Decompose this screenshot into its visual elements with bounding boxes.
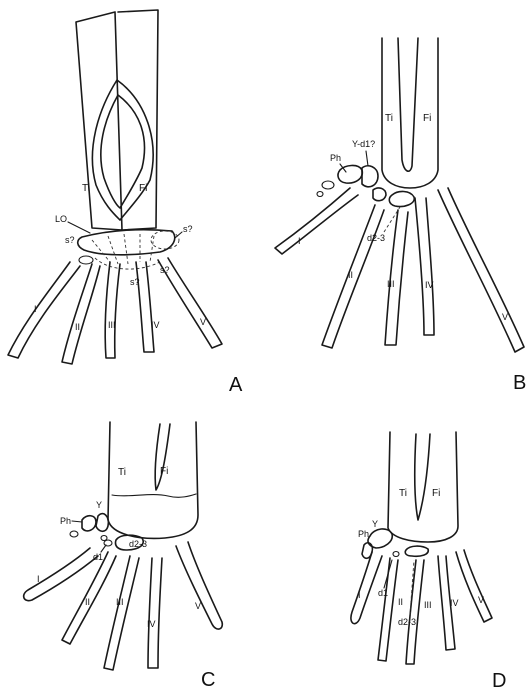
- panel-c-digit-1-label: I: [37, 574, 40, 584]
- panel-b-digit-2-label: II: [348, 270, 353, 280]
- panel-c-fibula-label: Fi: [160, 466, 168, 477]
- panel-d-d23-label: d2-3: [398, 617, 416, 627]
- panel-d-y-label: Y: [372, 519, 378, 529]
- panel-b-digit-5-label: V: [502, 312, 508, 322]
- panel-a-tibia-label: Ti: [82, 183, 90, 194]
- panel-b-digits: [275, 188, 524, 352]
- panel-d-d1-label: d1: [378, 588, 388, 598]
- panel-b-fibula-label: Fi: [423, 113, 431, 124]
- panel-d-digit-2-label: II: [398, 597, 403, 607]
- panel-a-letter: A: [229, 374, 243, 396]
- panel-a-s-mid1-label: s?: [130, 277, 140, 287]
- panel-c-digit-4-label: IV: [147, 619, 156, 629]
- panel-d-letter: D: [492, 670, 506, 692]
- panel-d-digit-1-label: I: [358, 590, 361, 600]
- panel-a-s-left-label: s?: [65, 235, 75, 245]
- panel-c-y-label: Y: [96, 500, 102, 510]
- panel-a-digit-3-label: III: [108, 320, 116, 330]
- panel-d-digits: [351, 550, 492, 664]
- panel-a-digit-4-label: IV: [151, 320, 160, 330]
- panel-a-s-mid2-label: s?: [160, 265, 170, 275]
- panel-c-tibia-fibula: [108, 422, 198, 538]
- panel-a-s-right-label: s?: [183, 224, 193, 234]
- panel-d-digit-5-label: V: [478, 595, 484, 605]
- panel-c-d1-label: d1: [93, 552, 103, 562]
- panel-c: Ti Fi Ph Y d1 d2-3 I II III IV V C: [24, 422, 223, 691]
- panel-b-digit-1-label: I: [298, 236, 301, 246]
- panel-b-ph-label: Ph: [330, 153, 341, 163]
- panel-c-d23-label: d2-3: [129, 539, 147, 549]
- panel-a-digit-2-label: II: [75, 322, 80, 332]
- panel-a-lo-label: LO: [55, 214, 67, 224]
- panel-d-digit-4-label: IV: [450, 598, 459, 608]
- panel-c-letter: C: [201, 669, 215, 691]
- panel-b-digit-4-label: IV: [425, 280, 434, 290]
- panel-b-y-label: Y-d1?: [352, 139, 375, 149]
- panel-d-tibia-label: Ti: [399, 488, 407, 499]
- panel-a-spatium-inner: [101, 95, 145, 208]
- panel-c-ph-label: Ph: [60, 516, 71, 526]
- panel-c-digit-2-label: II: [85, 597, 90, 607]
- panel-b-tibia-label: Ti: [385, 113, 393, 124]
- panel-a-fibula-label: Fi: [139, 183, 147, 194]
- panel-b-letter: B: [513, 372, 526, 394]
- panel-a-digits: [8, 258, 222, 364]
- panel-d-digit-3-label: III: [424, 600, 432, 610]
- panel-c-digit-5-label: V: [195, 601, 201, 611]
- panel-b-d23-label: d2-3: [367, 233, 385, 243]
- panel-d-ph-label: Ph: [358, 529, 369, 539]
- panel-d: Ti Fi Ph Y d1 d2-3 I II III IV V D: [351, 432, 507, 692]
- panel-a-digit-5-label: V: [200, 317, 206, 327]
- panel-a-tibia: [76, 12, 122, 230]
- panel-a-digit-1-label: I: [34, 304, 37, 314]
- panel-a-tarsal-row: [78, 230, 179, 269]
- panel-c-tibia-label: Ti: [118, 467, 126, 478]
- panel-d-fibula-label: Fi: [432, 488, 440, 499]
- panel-a: Ti Fi LO s? s? s? s? I II III IV V A: [8, 10, 243, 396]
- panel-b: Ti Fi Ph Y-d1? d2-3 I II III IV V B: [275, 38, 526, 394]
- panel-d-tibia-fibula: [388, 432, 458, 542]
- panel-c-digit-3-label: III: [116, 597, 124, 607]
- panel-b-digit-3-label: III: [387, 279, 395, 289]
